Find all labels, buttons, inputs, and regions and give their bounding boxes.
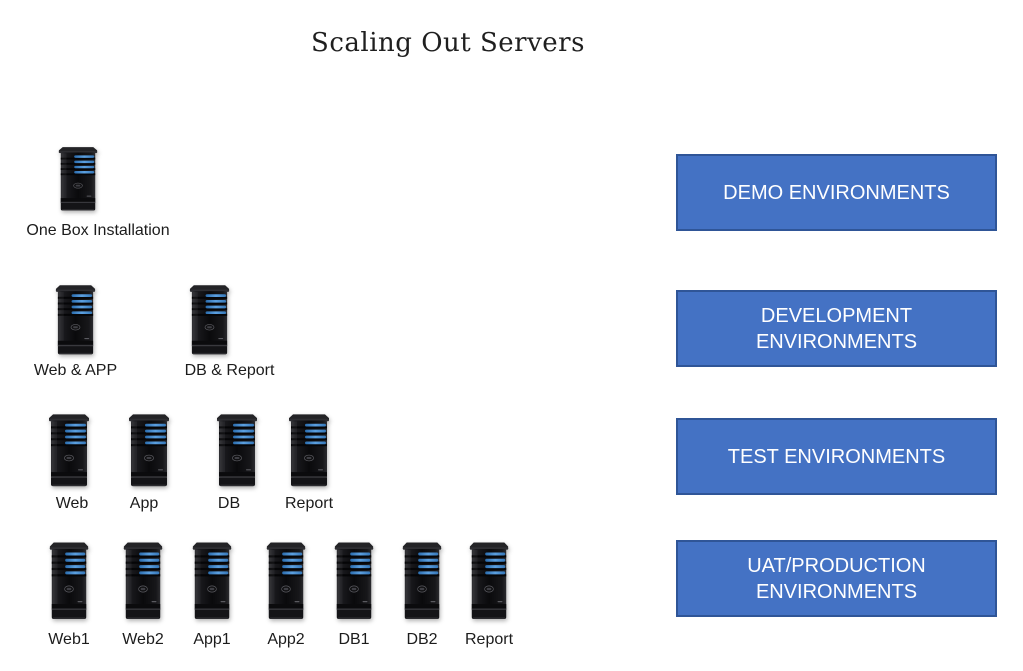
server-tower-icon (189, 284, 230, 355)
server-tower-icon (216, 413, 258, 487)
server-db: DB (214, 412, 260, 512)
server-db2: DB2 (400, 540, 444, 648)
server-tower-icon (288, 413, 330, 487)
server-web2: Web2 (121, 540, 165, 648)
server-tower-icon (266, 542, 306, 620)
server-label: Web1 (48, 631, 90, 648)
server-one-box-installation: One Box Installation (26, 145, 170, 239)
server-app1: App1 (190, 540, 234, 648)
server-tower-icon (192, 542, 232, 620)
server-app2: App2 (264, 540, 308, 648)
server-label: App1 (193, 631, 231, 648)
env-box-test: TEST ENVIRONMENTS (676, 418, 997, 495)
server-web1: Web1 (47, 540, 91, 648)
server-tower-icon (123, 542, 163, 620)
env-box-development: DEVELOPMENT ENVIRONMENTS (676, 290, 997, 367)
server-label: Web & APP (33, 362, 118, 379)
server-tower-icon (334, 542, 374, 620)
env-box-label: UAT/PRODUCTION ENVIRONMENTS (747, 554, 926, 603)
env-box-label: DEVELOPMENT ENVIRONMENTS (755, 304, 918, 353)
server-label: DB (217, 495, 241, 512)
server-tower-icon (48, 413, 90, 487)
server-label: Web2 (122, 631, 164, 648)
server-tower-icon (128, 413, 170, 487)
server-tower-icon (469, 542, 509, 620)
server-web-app: Web & APP (34, 283, 117, 379)
env-box-label: TEST ENVIRONMENTS (727, 445, 946, 468)
server-label: Report (464, 631, 514, 648)
server-tower-icon (49, 542, 89, 620)
env-box-demo: DEMO ENVIRONMENTS (676, 154, 997, 231)
server-label: Web (55, 495, 89, 512)
server-report-test: Report (285, 412, 333, 512)
env-box-uat-production: UAT/PRODUCTION ENVIRONMENTS (676, 540, 997, 617)
env-box-label: DEMO ENVIRONMENTS (723, 181, 950, 204)
server-tower-icon (402, 542, 442, 620)
server-report-uat: Report (465, 540, 513, 648)
server-label: App (129, 495, 159, 512)
server-label: One Box Installation (26, 222, 170, 239)
server-db1: DB1 (332, 540, 376, 648)
server-app: App (126, 412, 172, 512)
server-db-report: DB & Report (185, 283, 274, 379)
server-label: App2 (267, 631, 305, 648)
server-label: DB2 (406, 631, 438, 648)
diagram-title: Scaling Out Servers (311, 28, 585, 58)
server-tower-icon (58, 146, 98, 211)
server-web: Web (46, 412, 92, 512)
server-label: DB1 (338, 631, 370, 648)
server-label: Report (284, 495, 334, 512)
server-label: DB & Report (184, 362, 275, 379)
server-tower-icon (55, 284, 96, 355)
